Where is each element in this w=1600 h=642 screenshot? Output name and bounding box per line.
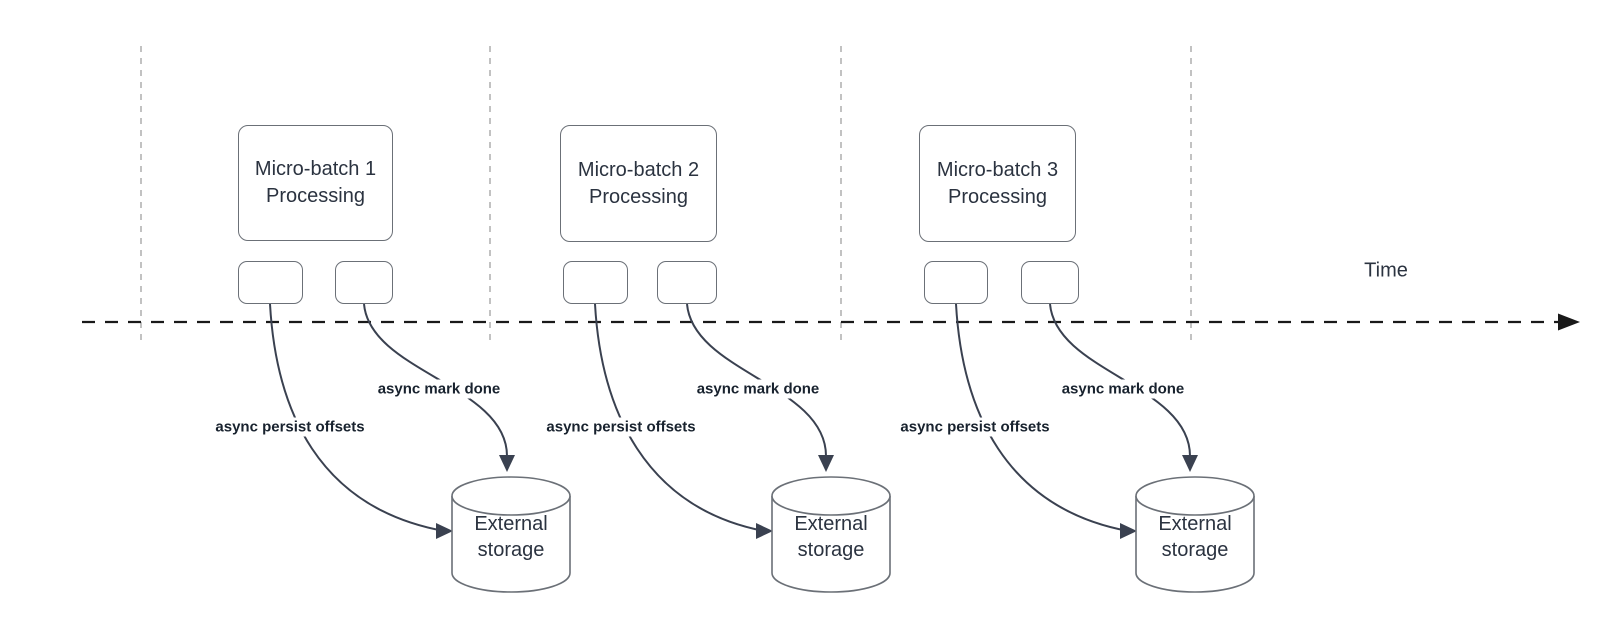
persist-offsets-curve-3 xyxy=(955,303,1129,532)
micro-batch-1-processing-box: Micro-batch 1 Processing xyxy=(238,125,393,241)
storage-label-line1: External xyxy=(1158,513,1232,535)
box-title-line1: Micro-batch 1 xyxy=(254,158,377,180)
box-title-line1: Micro-batch 3 xyxy=(936,158,1059,181)
mark-done-arrowhead-2-icon xyxy=(818,455,834,472)
mark-done-arrowhead-3-icon xyxy=(1182,455,1198,472)
persist-offsets-arrowhead-1-icon xyxy=(436,523,453,539)
external-storage-label-2: External storage xyxy=(772,511,890,563)
offset-box-2a xyxy=(563,261,628,304)
persist-offsets-curve-1 xyxy=(269,303,445,532)
external-storage-label-1: External storage xyxy=(452,511,570,563)
offset-box-3a xyxy=(924,261,988,304)
mark-done-curve-2 xyxy=(686,303,827,457)
box-title-line2: Processing xyxy=(948,185,1047,208)
micro-batch-2-processing-box: Micro-batch 2 Processing xyxy=(560,125,717,242)
persist-offsets-arrowhead-3-icon xyxy=(1120,523,1137,539)
external-storage-cylinder-3 xyxy=(1135,476,1255,593)
micro-batch-2-title: Micro-batch 2 Processing xyxy=(578,157,699,211)
offset-box-2b xyxy=(657,261,717,304)
storage-label-line2: storage xyxy=(477,539,545,561)
storage-label-line2: storage xyxy=(797,539,865,561)
mark-done-label-1: async mark done xyxy=(373,379,505,399)
box-title-line1: Micro-batch 2 xyxy=(577,158,700,181)
storage-label-line2: storage xyxy=(1161,539,1229,561)
mark-done-curve-3 xyxy=(1049,303,1191,457)
micro-batch-3-title: Micro-batch 3 Processing xyxy=(937,157,1058,211)
mark-done-arrowhead-1-icon xyxy=(499,455,515,472)
time-axis-label: Time xyxy=(1364,259,1408,282)
time-axis-arrowhead-icon xyxy=(1558,313,1580,331)
offset-box-3b xyxy=(1021,261,1079,304)
persist-offsets-curve-2 xyxy=(594,303,765,532)
offset-box-1b xyxy=(335,261,393,304)
external-storage-label-3: External storage xyxy=(1136,511,1254,563)
storage-label-line1: External xyxy=(474,513,548,535)
persist-offsets-label-3: async persist offsets xyxy=(896,417,1054,437)
persist-offsets-label-2: async persist offsets xyxy=(542,417,700,437)
box-title-line2: Processing xyxy=(266,185,365,207)
micro-batch-3-processing-box: Micro-batch 3 Processing xyxy=(919,125,1076,242)
mark-done-label-2: async mark done xyxy=(692,379,824,399)
box-title-line2: Processing xyxy=(589,185,688,208)
external-storage-cylinder-2 xyxy=(771,476,891,593)
offset-box-1a xyxy=(238,261,303,304)
persist-offsets-label-1: async persist offsets xyxy=(211,417,369,437)
persist-offsets-arrowhead-2-icon xyxy=(756,523,773,539)
external-storage-cylinder-1 xyxy=(451,476,571,593)
mark-done-label-3: async mark done xyxy=(1057,379,1189,399)
mark-done-curve-1 xyxy=(363,303,508,457)
micro-batch-1-title: Micro-batch 1 Processing xyxy=(255,156,376,210)
storage-label-line1: External xyxy=(794,513,868,535)
